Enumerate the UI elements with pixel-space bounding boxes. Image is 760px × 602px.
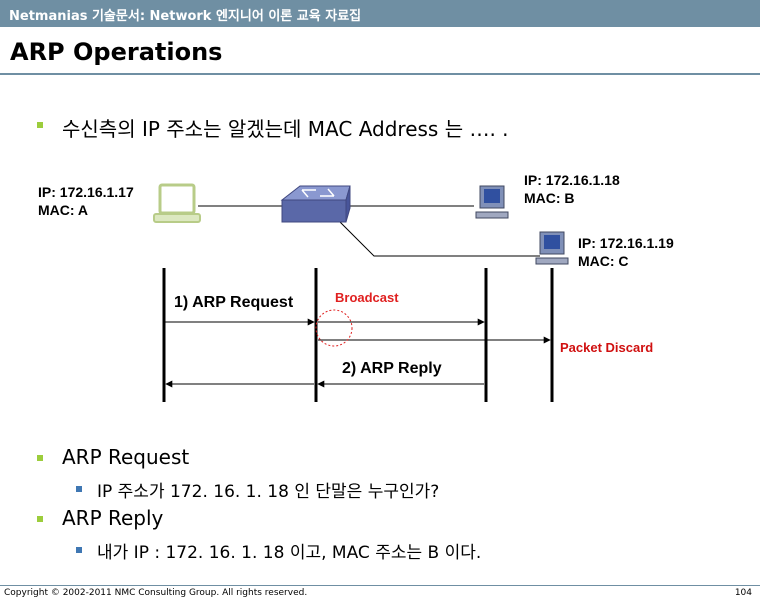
pc-b-icon (475, 185, 509, 219)
packet-discard-label: Packet Discard (560, 340, 653, 355)
reply-detail-bullet-icon (76, 547, 82, 553)
broadcast-circle (315, 309, 353, 347)
reply-detail: 내가 IP : 172. 16. 1. 18 이고, MAC 주소는 B 이다. (97, 543, 482, 563)
request-detail-bullet-icon (76, 486, 82, 492)
host-c-mac: MAC: C (578, 253, 629, 269)
arp-reply-label: 2) ARP Reply (342, 360, 442, 377)
request-bullet-icon (37, 455, 43, 461)
request-heading: ARP Request (62, 445, 190, 469)
header-bar-title: Netmanias 기술문서: Network 엔지니어 이론 교육 자료집 (9, 9, 362, 24)
laptop-icon (153, 183, 201, 223)
host-b-ip: IP: 172.16.1.18 (524, 172, 620, 188)
request-detail: IP 주소가 172. 16. 1. 18 인 단말은 누구인가? (97, 482, 440, 502)
pc-c-icon (535, 231, 569, 265)
slide-title: ARP Operations (10, 38, 223, 66)
host-b-mac: MAC: B (524, 190, 575, 206)
reply-bullet-icon (37, 516, 43, 522)
intro-text: 수신측의 IP 주소는 알겠는데 MAC Address 는 …. . (62, 117, 509, 141)
broadcast-label: Broadcast (335, 290, 399, 305)
title-divider (0, 73, 760, 75)
host-a-ip: IP: 172.16.1.17 (38, 184, 134, 200)
page-number: 104 (734, 588, 752, 598)
host-c-ip: IP: 172.16.1.19 (578, 235, 674, 251)
reply-heading: ARP Reply (62, 506, 164, 530)
footer-divider (0, 585, 760, 586)
intro-bullet-icon (37, 122, 43, 128)
arp-request-label: 1) ARP Request (174, 294, 294, 311)
link-switch-c (337, 219, 540, 257)
header-bar: Netmanias 기술문서: Network 엔지니어 이론 교육 자료집 (0, 0, 760, 27)
switch-icon (280, 185, 351, 223)
footer-copyright: Copyright © 2002-2011 NMC Consulting Gro… (4, 588, 308, 598)
host-a-mac: MAC: A (38, 202, 88, 218)
